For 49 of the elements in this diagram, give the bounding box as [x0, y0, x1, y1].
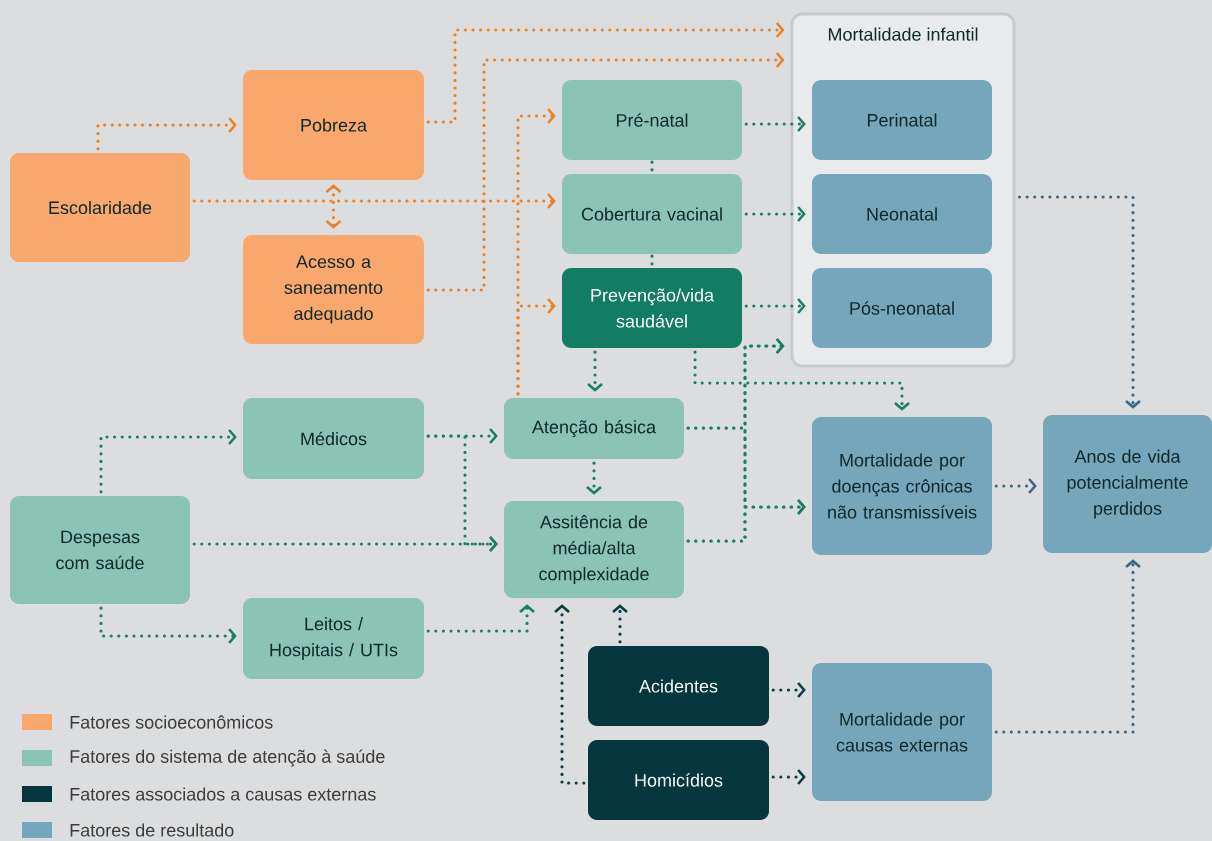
arrow [994, 559, 1141, 734]
arrow [516, 298, 556, 396]
factor-box: Pré-natal [562, 80, 742, 160]
arrow [554, 604, 586, 785]
arrow [771, 769, 806, 785]
arrow [192, 193, 556, 209]
arrow [426, 52, 785, 292]
arrow [99, 606, 237, 644]
arrow [744, 206, 806, 222]
arrow [771, 682, 806, 698]
factor-box: Médicos [243, 398, 424, 479]
factor-box: Despesas com saúde [10, 496, 190, 604]
arrow [612, 604, 628, 644]
arrow [325, 184, 342, 229]
arrow [587, 350, 603, 392]
factor-box: Acidentes [588, 646, 769, 726]
factor-box: Leitos / Hospitais / UTIs [243, 598, 424, 679]
factor-box: Pós-neonatal [812, 268, 992, 348]
factor-box: Mortalidade por causas externas [812, 663, 992, 801]
arrow [686, 499, 806, 543]
factor-box: Pobreza [243, 70, 424, 180]
factor-box: Prevenção/vida saudável [562, 268, 742, 348]
factor-box: Acesso a saneamento adequado [243, 235, 424, 344]
arrow [693, 350, 910, 411]
connector [650, 160, 654, 174]
factor-box: Homicídios [588, 740, 769, 820]
factor-box: Anos de vida potencialmente perdidos [1043, 415, 1212, 553]
arrow [96, 117, 237, 151]
factor-box: Mortalidade por doenças crônicas não transmissíveis [812, 417, 992, 555]
arrow [99, 429, 237, 494]
legend-label: Fatores de resultado [70, 823, 234, 837]
factor-box: Perinatal [812, 80, 992, 160]
arrow [426, 604, 535, 633]
connector [650, 254, 654, 268]
arrow [586, 461, 602, 495]
arrow [426, 22, 785, 124]
arrow [744, 298, 806, 314]
legend-label: Fatores socioeconômicos [70, 715, 273, 729]
arrow [994, 478, 1037, 494]
factor-box: Escolaridade [10, 153, 190, 262]
legend-label: Fatores do sistema de atenção à saúde [70, 749, 385, 767]
arrow [192, 536, 498, 552]
factor-box: Cobertura vacinal [562, 174, 742, 254]
factor-box: Atenção básica [504, 398, 684, 459]
factor-box: Neonatal [812, 174, 992, 254]
factor-box: Assitência de média/alta complexidade [504, 501, 684, 598]
arrow [744, 116, 806, 132]
legend-label: Fatores associados a causas externas [70, 787, 376, 801]
arrow [1017, 195, 1141, 409]
